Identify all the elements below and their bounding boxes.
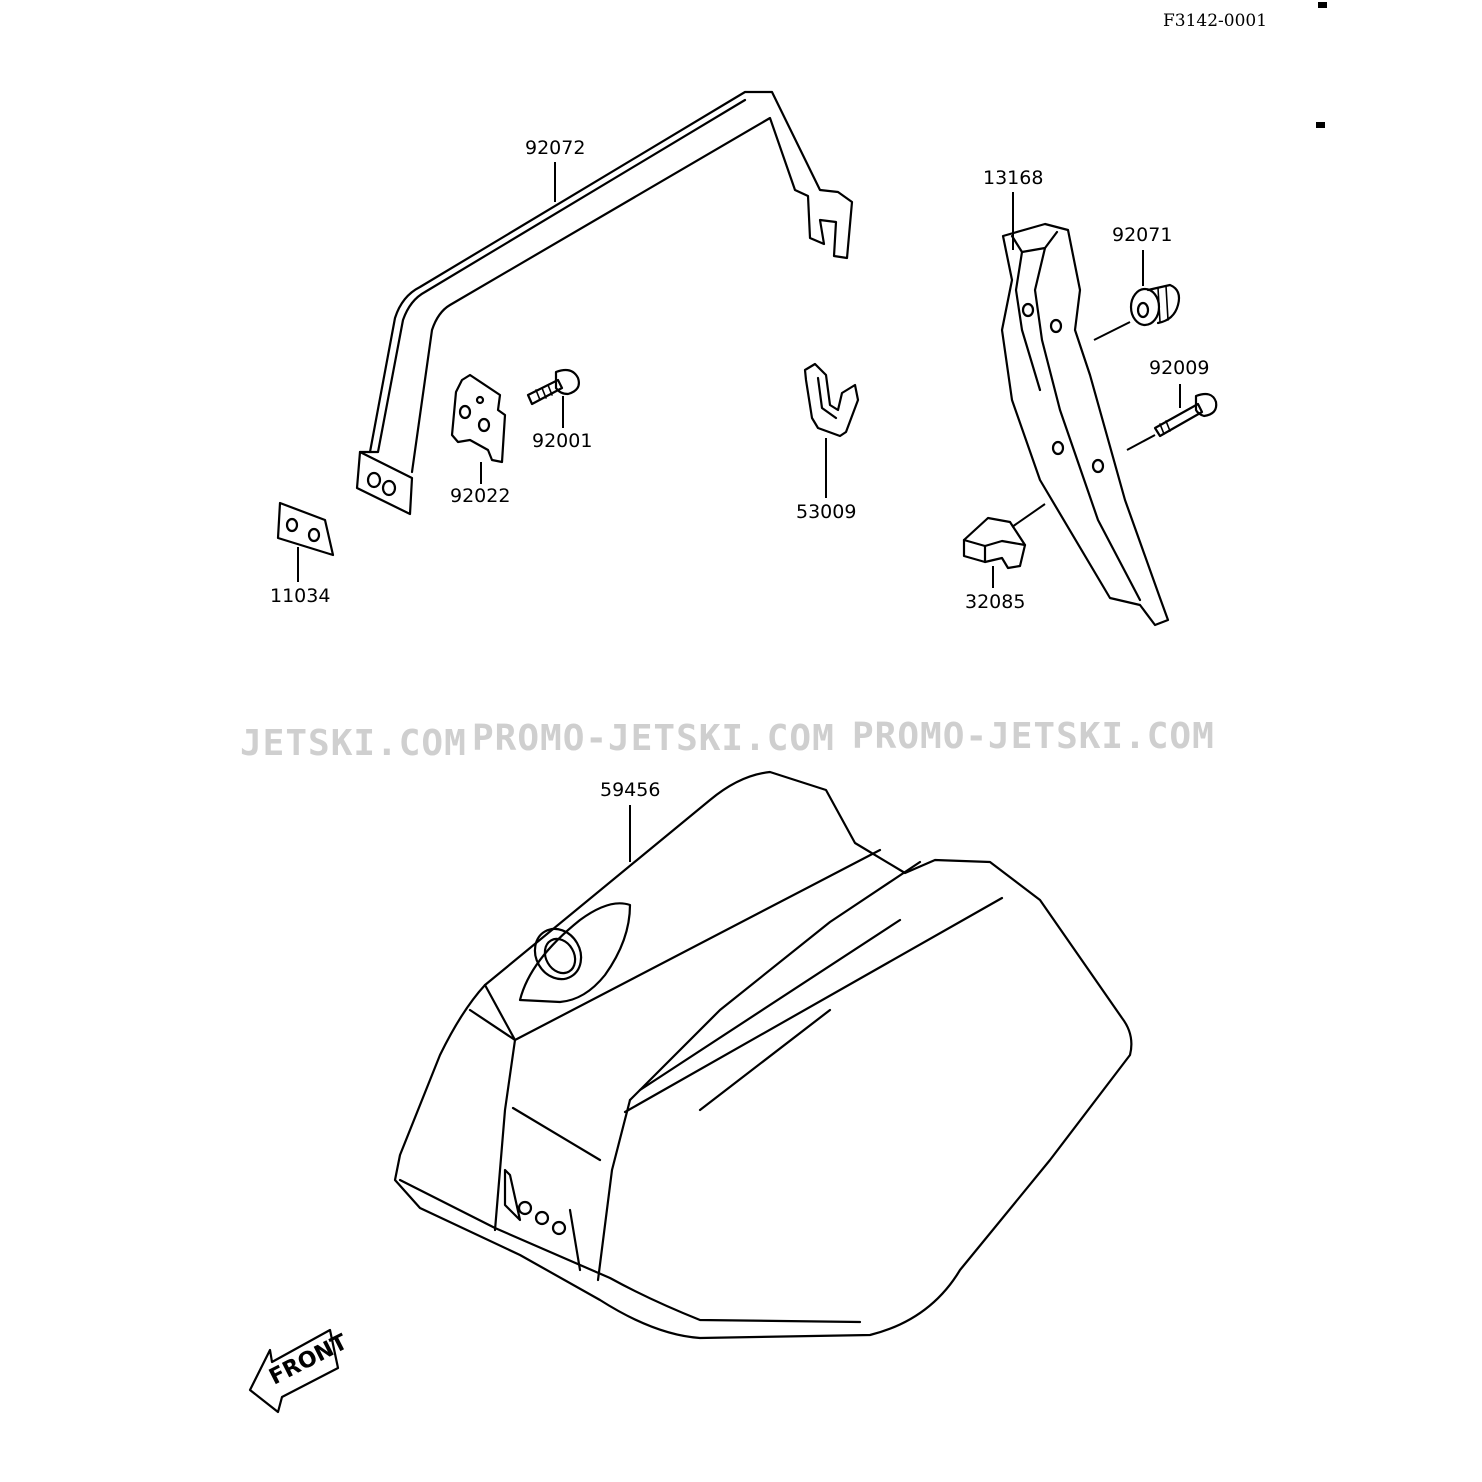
watermark-2: PROMO-JETSKI.COM: [472, 718, 835, 759]
label-13168: 13168: [983, 167, 1043, 189]
part-59456-cover: [393, 770, 1133, 1340]
label-92001: 92001: [532, 430, 592, 452]
part-92072-strap: [355, 90, 854, 516]
leader-92009-b: [1126, 434, 1156, 451]
front-arrow: FRONT: [248, 1328, 352, 1414]
watermark-1: JETSKI.COM: [240, 723, 467, 764]
part-92071-grommet: [1129, 283, 1181, 327]
corner-mark-right: [1316, 122, 1325, 128]
part-11034-plate: [276, 501, 335, 557]
corner-mark-top: [1318, 2, 1327, 8]
part-53009-clip: [803, 362, 860, 438]
label-59456: 59456: [600, 779, 660, 801]
figure-code: F3142-0001: [1163, 11, 1267, 31]
front-label: FRONT: [265, 1330, 351, 1390]
label-92071: 92071: [1112, 224, 1172, 246]
part-92009-bolt: [1153, 392, 1218, 438]
label-32085: 32085: [965, 591, 1025, 613]
watermark-3: PROMO-JETSKI.COM: [852, 716, 1215, 757]
label-53009: 53009: [796, 501, 856, 523]
label-92009: 92009: [1149, 357, 1209, 379]
part-32085-block: [962, 516, 1027, 570]
leader-32085-b: [1011, 503, 1046, 528]
label-92072: 92072: [525, 137, 585, 159]
label-11034: 11034: [270, 585, 330, 607]
part-13168-bracket: [1000, 222, 1170, 627]
part-92022-clip: [450, 373, 507, 464]
leader-92071-b: [1093, 321, 1131, 341]
label-92022: 92022: [450, 485, 510, 507]
part-92001-bolt: [526, 368, 580, 406]
